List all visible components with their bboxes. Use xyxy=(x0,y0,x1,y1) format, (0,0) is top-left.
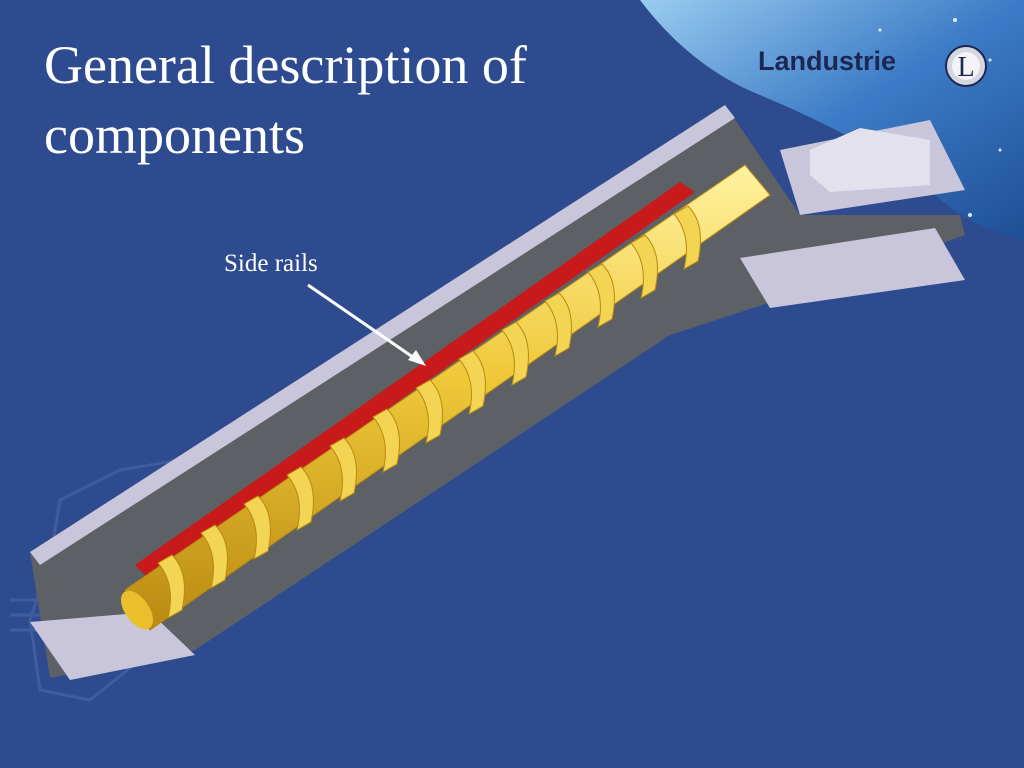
slide-title-line-1: General description of xyxy=(44,35,527,95)
side-rails-label: Side rails xyxy=(224,250,318,277)
discharge-platform xyxy=(740,228,965,308)
slide-title-line-2: components xyxy=(44,105,305,165)
screw-flights xyxy=(157,205,701,620)
lower-platform xyxy=(30,612,195,680)
landustrie-logo-emblem: L xyxy=(945,45,987,87)
screw-shaft-end xyxy=(121,590,153,630)
landustrie-logo-text: Landustrie xyxy=(758,46,897,76)
drive-motor-box xyxy=(810,128,930,192)
callout-arrow xyxy=(307,283,426,366)
side-rail xyxy=(135,182,695,578)
slide-title: General description of components xyxy=(44,30,644,170)
svg-text:L: L xyxy=(957,52,974,83)
